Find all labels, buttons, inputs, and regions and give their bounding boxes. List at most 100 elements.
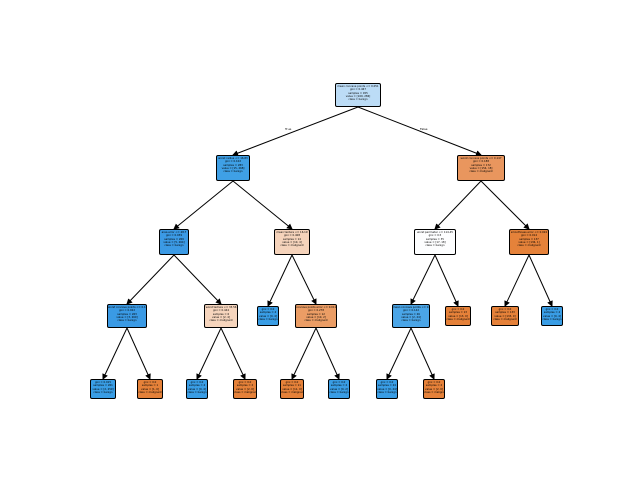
node-text: samples = 269 [164, 237, 184, 241]
node-text: value = [133, 0] [494, 314, 516, 318]
node-text: gini = 0.0 [498, 308, 512, 311]
node-text: gini = 0.0 [545, 308, 559, 311]
node-text: gini = 0.5 [428, 234, 442, 238]
node-text: samples = 26 [402, 312, 420, 316]
node-text: value = [11, 0] [282, 387, 302, 391]
node-text: mean concave points <= 0.079 [393, 306, 430, 309]
node-text: value = [0, 4] [188, 387, 206, 391]
node-text: gini = 0.0 [190, 381, 204, 384]
node-text: samples = 35 [426, 237, 444, 241]
node-text: samples = 133 [495, 311, 515, 315]
node-text: class = benign [117, 319, 137, 323]
edge-n0-n1 [232, 106, 359, 157]
node-text: samples = 4 [259, 311, 277, 315]
node-text: gini = 0.0 [380, 381, 394, 384]
node-text: class = malignant [493, 317, 517, 321]
node-text: value = [2, 24] [401, 315, 421, 319]
edge-n7-n16 [126, 327, 151, 380]
node-text: class = benign [348, 98, 368, 102]
node-text: samples = 14 [283, 237, 301, 241]
node-text: class = benign [187, 390, 207, 394]
node-text: gini = 0.0 [285, 381, 299, 384]
node-text: samples = 263 [117, 312, 137, 316]
node-text: samples = 4 [543, 311, 561, 315]
node-text: gini = 0.022 [119, 309, 135, 313]
node-text: value = [136, 1] [518, 240, 540, 244]
node-text: value = [1, 0] [141, 387, 159, 391]
node-text: value = [17, 18] [424, 240, 446, 244]
node-text: class = malignant [446, 317, 470, 321]
node-text: samples = 11 [283, 384, 301, 388]
edge-n1-n4 [232, 180, 293, 230]
node-text: samples = 2 [425, 384, 443, 388]
node-text: samples = 455 [348, 91, 368, 95]
edge-n11-n22 [410, 327, 435, 380]
node-text: value = [10, 2] [306, 315, 326, 319]
node-text: class = malignant [281, 390, 304, 394]
node-text: samples = 13 [449, 311, 467, 315]
node-text: value = [2, 0] [425, 387, 443, 391]
node-text: gini = 0.0 [261, 308, 275, 311]
node-text: class = benign [425, 244, 445, 248]
node-text: worst perimeter <= 114.45 [417, 231, 453, 234]
node-text: worst concave points <= 0.135 [108, 306, 147, 309]
edge-n2-n6 [480, 180, 530, 230]
node-text: class = benign [164, 244, 184, 248]
node-text: samples = 24 [378, 384, 396, 388]
node-text: worst concave points <= 0.147 [460, 157, 502, 160]
node-text: class = malignant [424, 390, 444, 394]
node-text: concave points error <= 0.011 [296, 306, 337, 309]
node-text: value = [15, 268] [221, 166, 245, 170]
node-text: value = [13, 0] [448, 314, 468, 318]
node-text: value = [0, 24] [377, 387, 397, 391]
node-text: value = [169, 286] [345, 94, 371, 98]
node-text: gini = 0.0 [143, 381, 157, 384]
node-text: value = [0, 4] [259, 314, 277, 318]
node-text: gini = 0.0 [332, 381, 346, 384]
edge-n4-n9 [267, 254, 293, 307]
node-text: class = benign [223, 170, 243, 174]
node-text: gini = 0.188 [473, 160, 489, 164]
node-text: samples = 12 [307, 312, 325, 316]
node-text: samples = 137 [519, 237, 539, 241]
node-text: class = malignant [280, 244, 304, 248]
node-text: samples = 261 [93, 384, 113, 388]
node-text: value = [154, 18] [469, 166, 493, 170]
node-text: value = [2, 259] [92, 387, 114, 391]
edge-n2-n5 [434, 180, 482, 230]
node-text: value = [10, 4] [282, 240, 302, 244]
node-text: value = [0, 2] [330, 387, 348, 391]
node-text: gini = 0.278 [308, 309, 324, 313]
edge-n7-n15 [102, 327, 128, 380]
node-text: samples = 2 [330, 384, 348, 388]
node-text: samples = 172 [471, 163, 491, 167]
node-text: gini = 0.408 [284, 234, 300, 238]
node-text: gini = 0.467 [350, 88, 366, 92]
tree-node-n11: mean concave points <= 0.079gini = 0.142… [392, 304, 430, 328]
node-text: gini = 0.102 [225, 160, 241, 164]
edge-label-true: True [285, 127, 292, 131]
edge-label-false: False [420, 127, 428, 131]
edge-n5-n12 [434, 254, 459, 307]
edge-n3-n7 [126, 254, 175, 305]
